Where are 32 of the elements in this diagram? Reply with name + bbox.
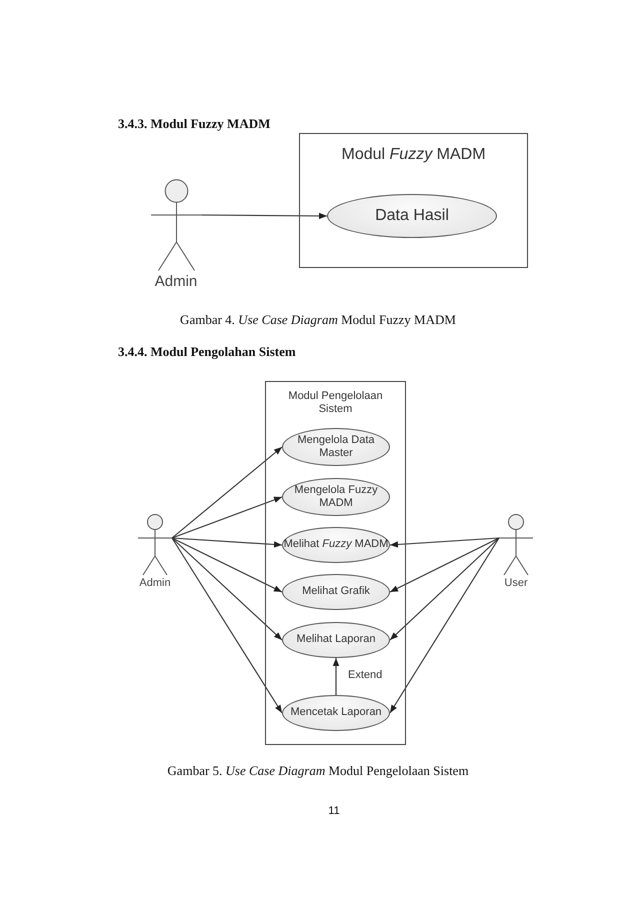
figure-caption: Gambar 4. Use Case Diagram Modul Fuzzy MADM xyxy=(180,312,456,328)
association-arrow xyxy=(390,537,500,548)
association-arrow xyxy=(172,496,282,539)
use-case-ellipse: Melihat Fuzzy MADM xyxy=(282,527,390,563)
edge-label: Extend xyxy=(346,668,384,680)
system-title: Modul Fuzzy MADM xyxy=(340,146,487,164)
actor-label: User xyxy=(504,577,528,589)
association-arrow xyxy=(390,538,500,640)
use-case-ellipse: Mengelola Data Master xyxy=(282,428,390,466)
association-arrow xyxy=(172,446,282,538)
association-arrow xyxy=(390,538,500,714)
association-arrow xyxy=(172,538,282,714)
use-case-ellipse: Mengelola Fuzzy MADM xyxy=(282,478,390,516)
association-arrow xyxy=(332,658,340,695)
use-case-ellipse: Data Hasil xyxy=(327,194,497,238)
actor-label: Admin xyxy=(139,577,171,589)
section-heading: 3.4.4. Modul Pengolahan Sistem xyxy=(118,344,296,360)
association-arrow xyxy=(172,537,282,548)
page-number: 11 xyxy=(328,805,340,817)
use-case-ellipse: Melihat Laporan xyxy=(282,622,390,658)
association-arrow xyxy=(172,538,282,592)
system-boundary xyxy=(299,133,528,268)
system-boundary xyxy=(265,381,406,745)
section-heading: 3.4.3. Modul Fuzzy MADM xyxy=(118,116,270,132)
association-arrow xyxy=(202,212,327,220)
use-case-ellipse: Melihat Grafik xyxy=(282,574,390,610)
system-title: Modul Pengelolaan Sistem xyxy=(287,390,384,416)
association-arrow xyxy=(390,538,500,592)
actor-label: Admin xyxy=(154,273,198,290)
use-case-ellipse: Mencetak Laporan xyxy=(282,695,390,731)
figure-caption: Gambar 5. Use Case Diagram Modul Pengelolaan Sistem xyxy=(167,763,469,779)
association-arrow xyxy=(172,538,282,640)
